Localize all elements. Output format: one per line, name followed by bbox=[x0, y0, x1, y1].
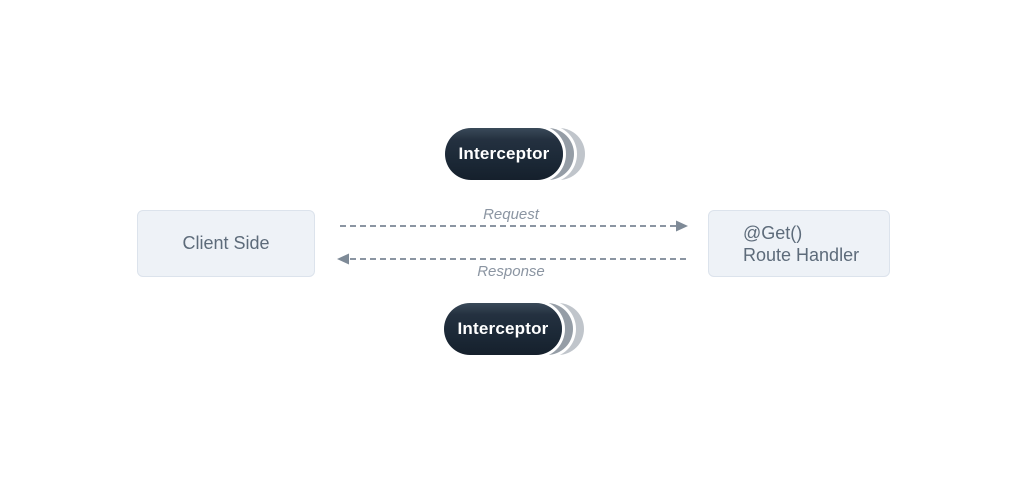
response-arrowhead-icon bbox=[337, 253, 349, 265]
route-handler-decorator: @Get() bbox=[743, 222, 803, 243]
route-handler-label: Route Handler bbox=[743, 244, 860, 265]
route-handler-node: @Get() Route Handler bbox=[708, 210, 890, 277]
interceptor-top-node: Interceptor bbox=[445, 128, 586, 180]
interceptor-bottom-pill: Interceptor bbox=[444, 303, 562, 355]
interceptor-bottom-node: Interceptor bbox=[444, 303, 585, 355]
response-edge-label: Response bbox=[477, 263, 545, 280]
client-side-label: Client Side bbox=[182, 233, 270, 253]
request-arrowhead-icon bbox=[676, 220, 688, 232]
interceptor-top-pill: Interceptor bbox=[445, 128, 563, 180]
interceptor-bottom-label: Interceptor bbox=[457, 319, 549, 338]
client-side-node: Client Side bbox=[137, 210, 315, 277]
request-edge-label: Request bbox=[483, 206, 539, 223]
interceptor-top-label: Interceptor bbox=[458, 144, 550, 163]
